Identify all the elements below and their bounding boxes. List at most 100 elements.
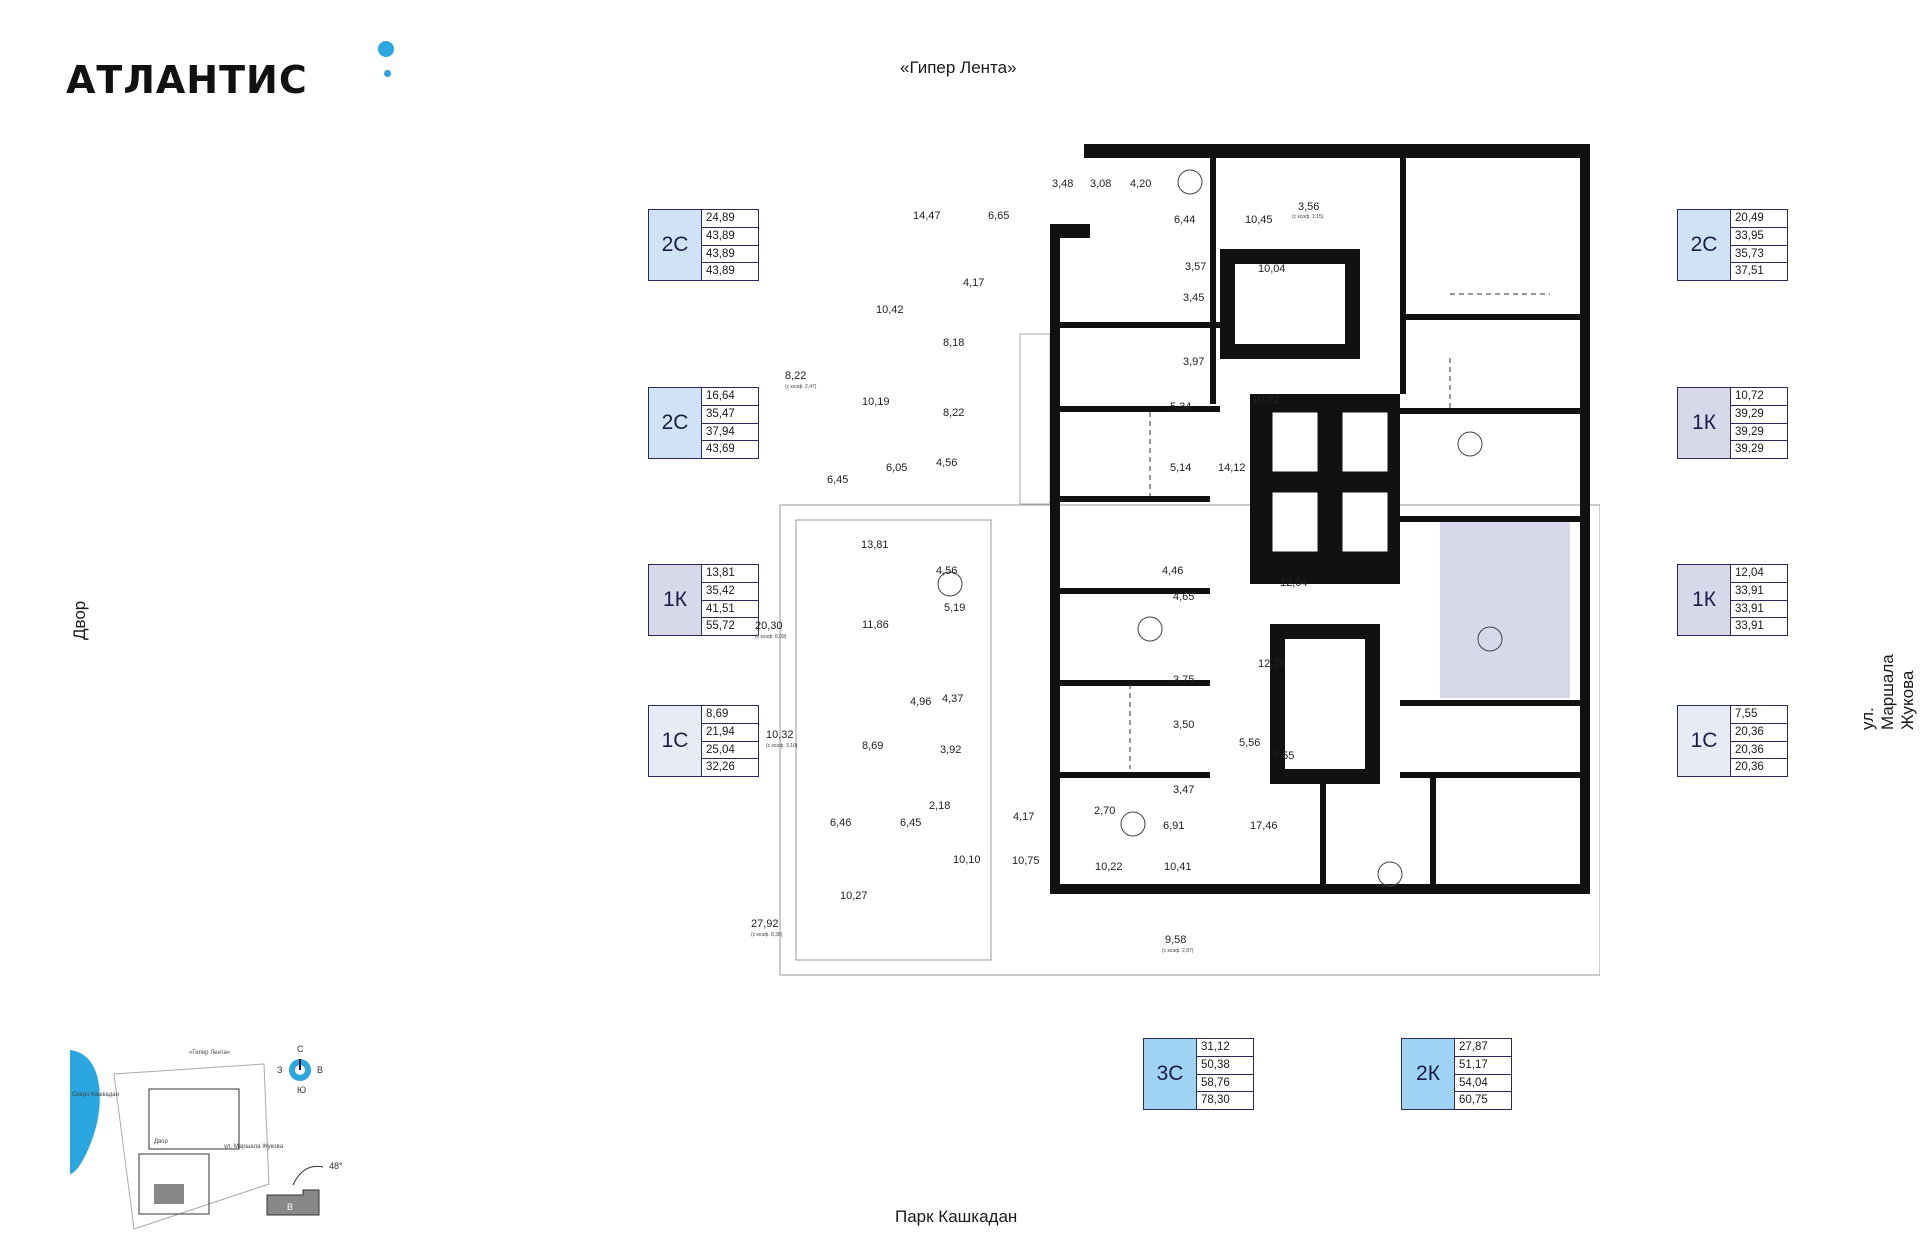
apartment-type: 2С bbox=[649, 210, 702, 280]
area-value: 32,26 bbox=[706, 761, 735, 774]
compass-west: З bbox=[277, 1065, 283, 1075]
room-area: 10,75 bbox=[1012, 855, 1040, 867]
wall-right bbox=[1580, 144, 1590, 894]
area-value: 39,29 bbox=[1731, 424, 1787, 442]
logo-dot-icon bbox=[378, 41, 394, 57]
label-top-gipper-lenta: «Гипер Лента» bbox=[900, 58, 1017, 77]
room-area: 10,22 bbox=[1095, 861, 1123, 873]
balcony-note: (с коэф. 3,10) bbox=[766, 743, 798, 749]
room-area: 14,12 bbox=[1218, 462, 1246, 474]
room-area: 3,57 bbox=[1185, 261, 1207, 273]
area-value: 43,69 bbox=[706, 443, 735, 456]
room-area: 8,69 bbox=[862, 740, 884, 752]
room-area: 9,58 bbox=[1165, 934, 1187, 946]
compass-north: С bbox=[297, 1044, 304, 1054]
room-area: 8,22 bbox=[943, 407, 965, 419]
compass-south: Ю bbox=[297, 1085, 307, 1095]
elevator-4 bbox=[1341, 491, 1389, 553]
apartment-card-1k-a[interactable]: 1К 13,81 35,42 41,51 55,72 bbox=[648, 564, 759, 636]
area-value: 55,72 bbox=[706, 620, 735, 633]
area-value: 35,42 bbox=[702, 583, 758, 601]
apartment-card-1s-b[interactable]: 1С 7,55 20,36 20,36 20,36 bbox=[1677, 705, 1788, 777]
room-area: 13,81 bbox=[861, 539, 889, 551]
room-area: 10,10 bbox=[953, 854, 981, 866]
apartment-type: 2С bbox=[649, 388, 702, 458]
room-area: 6,46 bbox=[830, 817, 852, 829]
elevator-1 bbox=[1271, 411, 1319, 473]
room-area: 6,65 bbox=[988, 210, 1010, 222]
room-area: 3,97 bbox=[1183, 356, 1205, 368]
lake-shape bbox=[70, 1050, 100, 1174]
room-area: 6,45 bbox=[827, 474, 849, 486]
apartment-card-3s[interactable]: 3С 31,12 50,38 58,76 78,30 bbox=[1143, 1038, 1254, 1110]
interior-walls bbox=[1060, 144, 1580, 894]
apartment-type: 1К bbox=[649, 565, 702, 635]
area-value: 20,36 bbox=[1731, 742, 1787, 760]
stair-well bbox=[1285, 639, 1365, 769]
wall-top bbox=[1084, 144, 1590, 158]
room-area: 8,18 bbox=[943, 337, 965, 349]
room-area: 6,44 bbox=[1174, 214, 1196, 226]
area-value: 43,89 bbox=[702, 228, 758, 246]
apartment-card-2s-b[interactable]: 2С 16,64 35,47 37,94 43,69 bbox=[648, 387, 759, 459]
room-area: 2,70 bbox=[1094, 805, 1116, 817]
apartment-card-1k-c[interactable]: 1К 12,04 33,91 33,91 33,91 bbox=[1677, 564, 1788, 636]
area-value: 20,36 bbox=[1731, 724, 1787, 742]
room-area: 3,56 bbox=[1298, 201, 1320, 213]
building-highlight bbox=[154, 1184, 184, 1204]
room-area: 10,42 bbox=[876, 304, 904, 316]
site-boundary bbox=[113, 1063, 270, 1230]
area-value: 51,17 bbox=[1455, 1057, 1511, 1075]
room-area: 3,75 bbox=[1173, 674, 1195, 686]
room-area: 5,34 bbox=[1170, 401, 1192, 413]
location-minimap: Озеро Кашкадан «Гипер Лента» Двор ул. Ма… bbox=[64, 1044, 283, 1234]
room-area: 4,17 bbox=[1013, 811, 1035, 823]
room-area: 3,45 bbox=[1183, 292, 1205, 304]
room-area: 4,96 bbox=[910, 696, 932, 708]
apartment-card-1s-a[interactable]: 1С 8,69 21,94 25,04 32,26 bbox=[648, 705, 759, 777]
room-area: 4,56 bbox=[936, 565, 958, 577]
area-value: 37,51 bbox=[1735, 265, 1764, 278]
area-value: 24,89 bbox=[702, 210, 758, 228]
room-area: 10,45 bbox=[1245, 214, 1273, 226]
room-area: 10,27 bbox=[840, 890, 868, 902]
area-value: 33,91 bbox=[1735, 620, 1764, 633]
apartment-card-2s-c[interactable]: 2С 20,49 33,95 35,73 37,51 bbox=[1677, 209, 1788, 281]
room-area: 4,17 bbox=[963, 277, 985, 289]
elevator-2 bbox=[1271, 491, 1319, 553]
minimap-yard-label: Двор bbox=[154, 1139, 168, 1145]
compass: С Ю З В bbox=[270, 1040, 330, 1100]
apartment-type: 1К bbox=[1678, 388, 1731, 458]
apartment-card-2k[interactable]: 2К 27,87 51,17 54,04 60,75 bbox=[1401, 1038, 1512, 1110]
apartment-type: 2С bbox=[1678, 210, 1731, 280]
area-value: 43,89 bbox=[702, 246, 758, 264]
area-value: 8,69 bbox=[702, 706, 758, 724]
balcony-note: (с коэф. 8,38) bbox=[751, 932, 783, 938]
room-area: 14,47 bbox=[913, 210, 941, 222]
area-value: 39,29 bbox=[1735, 443, 1764, 456]
room-area: 3,50 bbox=[1173, 719, 1195, 731]
minimap-drawing bbox=[70, 1050, 270, 1230]
floor-plan-drawing bbox=[779, 144, 1601, 976]
room-area: 12,04 bbox=[1280, 577, 1308, 589]
area-value: 25,04 bbox=[702, 742, 758, 760]
building-block-a bbox=[148, 1088, 240, 1150]
dashed-partitions bbox=[1129, 293, 1550, 769]
balcony-note: (с коэф. 6,09) bbox=[755, 634, 787, 640]
room-area: 4,37 bbox=[942, 693, 964, 705]
room-area: 4,20 bbox=[1130, 178, 1152, 190]
room-area: 17,46 bbox=[1250, 820, 1278, 832]
area-value: 54,04 bbox=[1455, 1075, 1511, 1093]
brand-logo: АТЛАНТИС bbox=[66, 58, 308, 102]
label-right-street: ул. Маршала Жукова bbox=[1858, 654, 1917, 730]
area-value: 27,87 bbox=[1455, 1039, 1511, 1057]
room-area: 10,32 bbox=[766, 729, 794, 741]
room-area: 4,46 bbox=[1162, 565, 1184, 577]
area-value: 33,91 bbox=[1731, 601, 1787, 619]
area-value: 41,51 bbox=[702, 601, 758, 619]
minimap-lake-label: Озеро Кашкадан bbox=[72, 1092, 119, 1098]
apartment-card-1k-b[interactable]: 1К 10,72 39,29 39,29 39,29 bbox=[1677, 387, 1788, 459]
wall-left bbox=[1050, 234, 1060, 894]
apartment-card-2s-a[interactable]: 2С 24,89 43,89 43,89 43,89 bbox=[648, 209, 759, 281]
area-value: 60,75 bbox=[1459, 1094, 1488, 1107]
